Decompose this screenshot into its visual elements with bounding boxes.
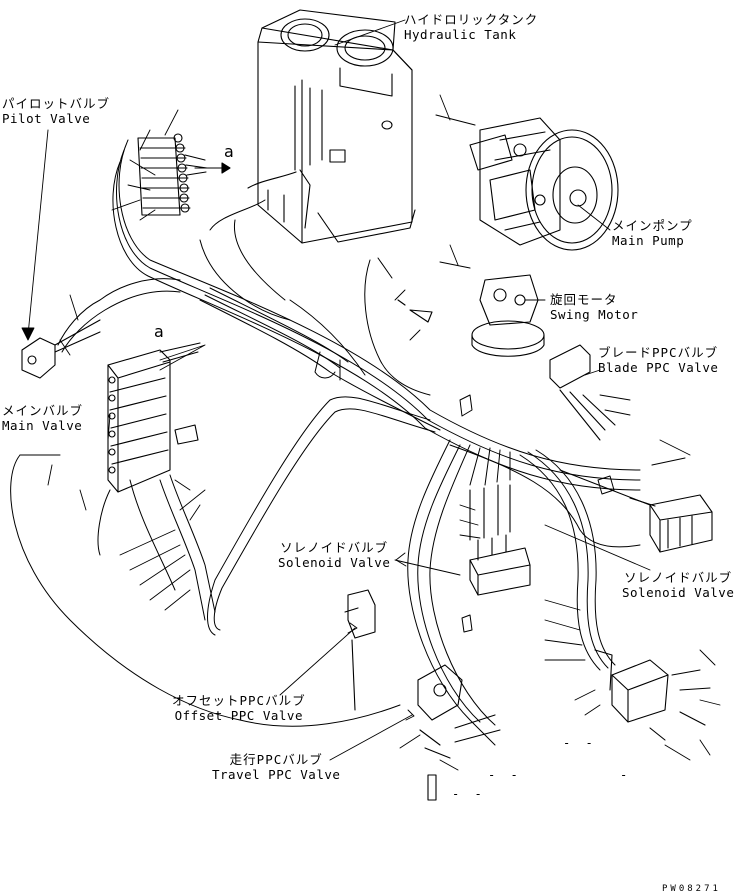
travel-ppc-valve-label-jp: 走行PPCバルブ: [229, 752, 323, 767]
offset-ppc-valve-label-jp: オフセットPPCバルブ: [172, 693, 306, 708]
main-pump-label-en: Main Pump: [612, 233, 685, 248]
hydraulic-tank-label-en: Hydraulic Tank: [404, 27, 517, 42]
main-valve-label-jp: メインバルブ: [2, 403, 84, 418]
solenoid-valve-right-label-jp: ソレノイドバルブ: [624, 570, 733, 585]
pilot-valve-label-en: Pilot Valve: [2, 111, 91, 126]
solenoid-valve-right-label: ソレノイドバルブ Solenoid Valve: [622, 570, 734, 600]
leader-lines: [21, 19, 721, 771]
solenoid-valve-right-drawing: [629, 457, 713, 553]
travel-ppc-valve-label-en: Travel PPC Valve: [212, 767, 341, 782]
main-pump-label: メインポンプ Main Pump: [612, 218, 693, 248]
main-valve-label-en: Main Valve: [2, 418, 83, 433]
main-pump-drawing: [435, 114, 619, 251]
hydraulic-hoses: [10, 139, 651, 746]
hydraulic-tank-drawing: [247, 9, 416, 244]
solenoid-valve-right-label-en: Solenoid Valve: [622, 585, 735, 600]
pilot-port-block-drawing: [21, 319, 101, 379]
connection-tag-pilot: a: [224, 142, 234, 161]
solenoid-valve-center-label-en: Solenoid Valve: [278, 555, 391, 570]
swing-motor-drawing: [397, 261, 545, 357]
main-pump-label-jp: メインポンプ: [612, 218, 693, 233]
travel-ppc-valve-drawing: [417, 664, 501, 801]
solenoid-valve-center-drawing: [469, 484, 531, 596]
right-lower-valve-drawing: [594, 649, 711, 741]
hydraulic-tank-label: ハイドロリックタンク Hydraulic Tank: [404, 12, 538, 42]
blank-mark-2: - -: [488, 768, 522, 782]
blade-ppc-valve-label: ブレードPPCバルブ Blade PPC Valve: [598, 345, 718, 375]
swing-motor-label: 旋回モータ Swing Motor: [550, 292, 638, 322]
blank-mark-1: - -: [563, 736, 597, 750]
solenoid-valve-center-label: ソレノイドバルブ Solenoid Valve: [278, 540, 390, 570]
blade-ppc-valve-label-en: Blade PPC Valve: [598, 360, 719, 375]
offset-ppc-valve-drawing: [344, 589, 376, 711]
main-valve-label: メインバルブ Main Valve: [2, 403, 83, 433]
blade-ppc-valve-drawing: [549, 344, 616, 441]
blank-mark-4: -: [620, 768, 632, 782]
blank-mark-3: - -: [452, 787, 486, 801]
offset-ppc-valve-label: オフセットPPCバルブ Offset PPC Valve: [172, 693, 306, 723]
pilot-valve-label: パイロットバルブ Pilot Valve: [2, 96, 110, 126]
swing-motor-label-en: Swing Motor: [550, 307, 639, 322]
connection-tag-main: a: [154, 322, 164, 341]
pilot-valve-label-jp: パイロットバルブ: [2, 96, 111, 111]
blade-ppc-valve-label-jp: ブレードPPCバルブ: [598, 345, 719, 360]
main-valve-drawing: [107, 342, 201, 493]
drawing-code: PW08271: [662, 884, 721, 894]
swing-motor-label-jp: 旋回モータ: [550, 292, 618, 307]
travel-ppc-valve-label: 走行PPCバルブ Travel PPC Valve: [212, 752, 340, 782]
offset-ppc-valve-label-en: Offset PPC Valve: [174, 708, 303, 723]
pilot-valve-drawing: [137, 133, 231, 216]
solenoid-valve-center-label-jp: ソレノイドバルブ: [280, 540, 389, 555]
hydraulic-tank-label-jp: ハイドロリックタンク: [404, 12, 539, 27]
